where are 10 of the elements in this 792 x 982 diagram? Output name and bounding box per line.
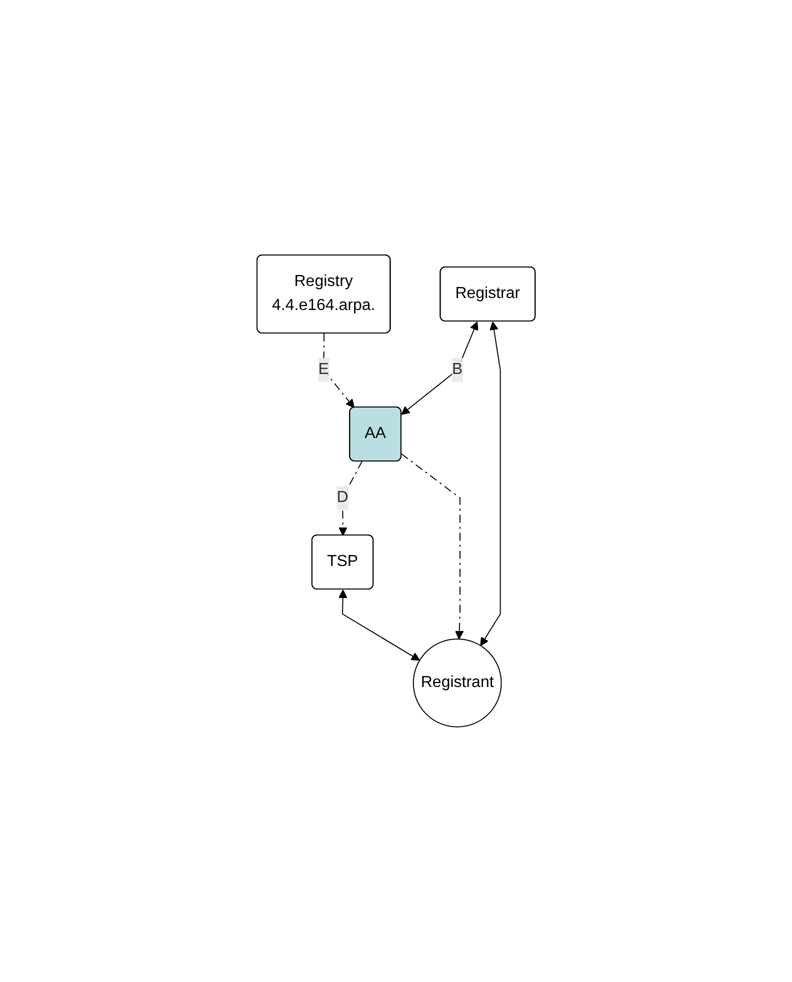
arrow (480, 322, 501, 646)
edge-label: E (318, 361, 329, 378)
arrow (338, 461, 362, 536)
edge-label: D (336, 489, 348, 506)
arrow (401, 322, 478, 415)
arrow (323, 333, 354, 408)
node-circle: Registrant (412, 638, 502, 728)
edge-label: B (452, 361, 463, 378)
arrow (400, 453, 464, 640)
arrow (338, 590, 420, 661)
